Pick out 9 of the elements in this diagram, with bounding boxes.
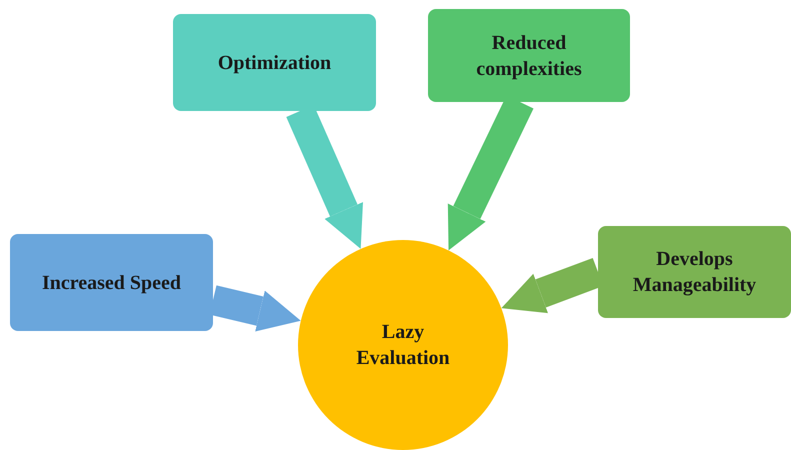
rounded-box: [428, 9, 630, 102]
node-label: Increased Speed: [42, 270, 182, 296]
rounded-box: [173, 14, 376, 111]
node-label: Develops Manageability: [632, 247, 758, 298]
node-label: Lazy Evaluation: [355, 320, 451, 371]
node-label: Reduced complexities: [475, 30, 583, 82]
rounded-box: [10, 234, 213, 331]
node-label: Optimization: [218, 50, 332, 76]
rounded-box: [598, 226, 791, 318]
